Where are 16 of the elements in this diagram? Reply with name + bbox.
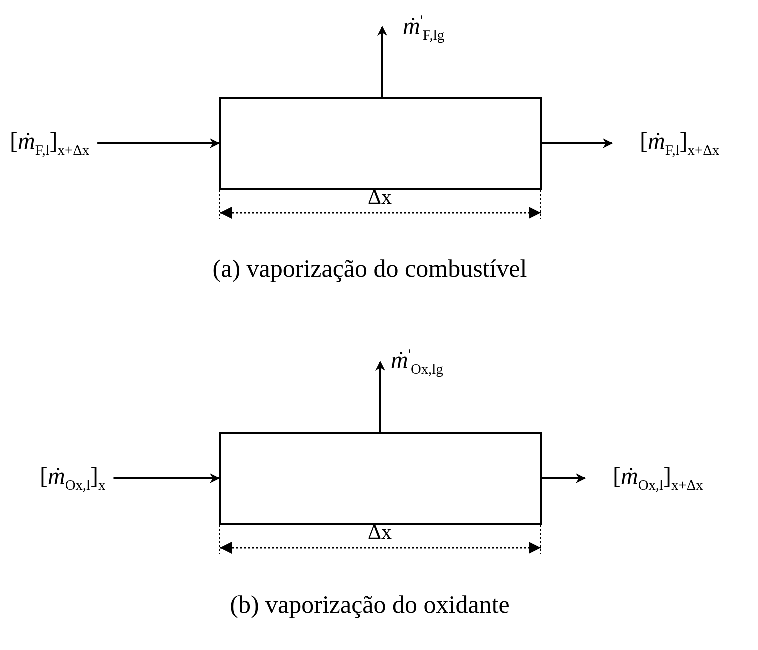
flow-label: [ṁ$_{Ox,l}$]$_{x+Δx}$ bbox=[613, 465, 704, 494]
arrow bbox=[376, 361, 386, 432]
flow-label: [ṁ$_{F,l}$]$_{x+Δx}$ bbox=[10, 130, 90, 158]
arrow bbox=[98, 138, 220, 148]
caption: (b) vaporização do oxidante bbox=[230, 593, 510, 618]
arrow bbox=[114, 474, 220, 484]
dimension-label: Δx bbox=[368, 522, 392, 543]
dimension-label: Δx bbox=[368, 187, 392, 208]
arrow bbox=[378, 26, 388, 97]
process-box bbox=[219, 432, 542, 525]
flow-label: [ṁ$_{F,l}$]$_{x+Δx}$ bbox=[640, 130, 720, 158]
arrow bbox=[542, 138, 613, 148]
process-box bbox=[219, 97, 542, 190]
flow-label: [ṁ$_{Ox,l}$]$_{x}$ bbox=[40, 465, 106, 494]
arrow bbox=[542, 474, 586, 484]
caption: (a) vaporização do combustível bbox=[212, 257, 528, 282]
